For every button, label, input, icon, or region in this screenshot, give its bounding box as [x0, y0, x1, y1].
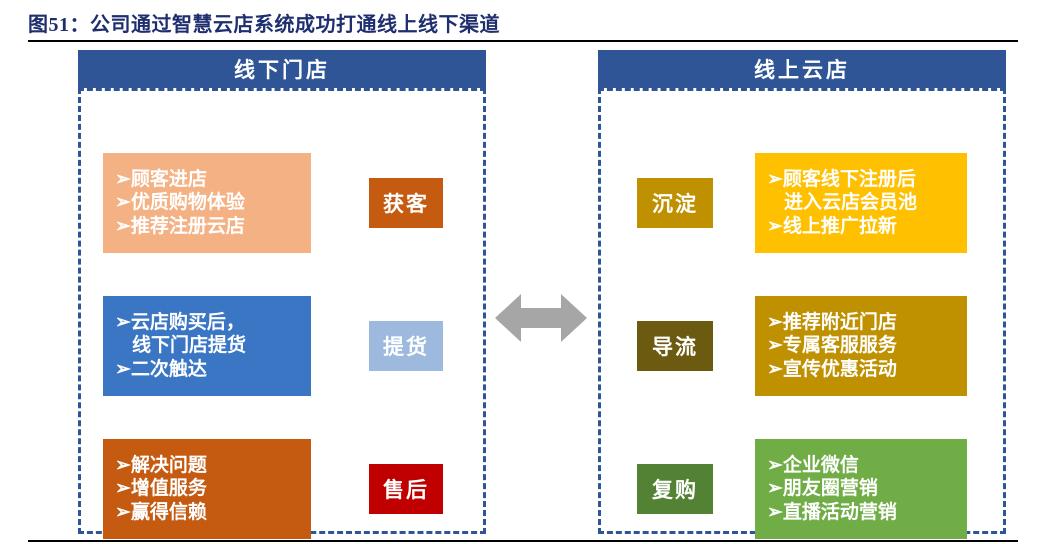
online-content-box-divert: ➢推荐附近门店 ➢专属客服服务 ➢宣传优惠活动: [755, 296, 967, 396]
online-label-chip-divert: 导流: [637, 321, 713, 371]
list-item: ➢朋友圈营销: [767, 478, 878, 500]
double-arrow-horizontal-icon: [495, 292, 587, 344]
offline-label-chip-pickup: 提货: [369, 321, 443, 371]
list-item: ➢顾客线下注册后: [767, 169, 916, 191]
offline-panel-body: ➢顾客进店 ➢优质购物体验 ➢推荐注册云店 获客 ➢云店购买后， 线下门店提货 …: [78, 88, 486, 539]
list-item: ➢企业微信: [767, 455, 859, 477]
list-item: ➢推荐附近门店: [767, 312, 897, 334]
offline-content-box-aftersale: ➢解决问题 ➢增值服务 ➢赢得信赖: [103, 439, 311, 539]
list-item: ➢解决问题: [115, 455, 207, 477]
offline-store-panel: 线下门店 ➢顾客进店 ➢优质购物体验 ➢推荐注册云店 获客 ➢云店购买后， 线下…: [78, 50, 486, 539]
list-item: ➢云店购买后，: [115, 312, 245, 334]
list-item: ➢优质购物体验: [115, 192, 245, 214]
online-label-chip-repurchase: 复购: [637, 464, 713, 514]
page-title: 图51：公司通过智慧云店系统成功打通线上线下渠道: [28, 14, 500, 36]
online-row-precipitate: 沉淀 ➢顾客线下注册后 进入云店会员池 ➢线上推广拉新: [601, 153, 1003, 253]
offline-label-chip-acquire: 获客: [369, 178, 443, 228]
online-content-box-precipitate: ➢顾客线下注册后 进入云店会员池 ➢线上推广拉新: [755, 153, 967, 253]
online-row-repurchase: 复购 ➢企业微信 ➢朋友圈营销 ➢直播活动营销: [601, 439, 1003, 539]
list-item: ➢专属客服服务: [767, 335, 897, 357]
list-item: ➢推荐注册云店: [115, 215, 245, 237]
list-item: ➢宣传优惠活动: [767, 358, 897, 380]
bottom-divider: [28, 540, 1018, 542]
offline-content-box-acquire: ➢顾客进店 ➢优质购物体验 ➢推荐注册云店: [103, 153, 311, 253]
list-item: ➢顾客进店: [115, 169, 207, 191]
online-panel-body: 沉淀 ➢顾客线下注册后 进入云店会员池 ➢线上推广拉新 导流 ➢推荐附近门店 ➢…: [598, 88, 1006, 539]
online-panel-banner: 线上云店: [598, 50, 1006, 88]
offline-panel-banner: 线下门店: [78, 50, 486, 88]
online-content-box-repurchase: ➢企业微信 ➢朋友圈营销 ➢直播活动营销: [755, 439, 967, 539]
online-row-divert: 导流 ➢推荐附近门店 ➢专属客服服务 ➢宣传优惠活动: [601, 296, 1003, 396]
offline-row-pickup: ➢云店购买后， 线下门店提货 ➢二次触达 提货: [81, 296, 483, 396]
list-item: ➢直播活动营销: [767, 501, 897, 523]
list-item: 进入云店会员池: [784, 192, 918, 214]
offline-row-acquire: ➢顾客进店 ➢优质购物体验 ➢推荐注册云店 获客: [81, 153, 483, 253]
title-divider: [28, 40, 1018, 42]
list-item: ➢增值服务: [115, 478, 207, 500]
offline-label-chip-aftersale: 售后: [369, 464, 443, 514]
offline-row-aftersale: ➢解决问题 ➢增值服务 ➢赢得信赖 售后: [81, 439, 483, 539]
online-label-chip-precipitate: 沉淀: [637, 178, 713, 228]
offline-content-box-pickup: ➢云店购买后， 线下门店提货 ➢二次触达: [103, 296, 311, 396]
list-item: 线下门店提货: [132, 335, 247, 357]
list-item: ➢赢得信赖: [115, 501, 207, 523]
online-cloud-store-panel: 线上云店 沉淀 ➢顾客线下注册后 进入云店会员池 ➢线上推广拉新 导流 ➢推荐附…: [598, 50, 1006, 539]
list-item: ➢二次触达: [115, 358, 207, 380]
list-item: ➢线上推广拉新: [767, 215, 897, 237]
